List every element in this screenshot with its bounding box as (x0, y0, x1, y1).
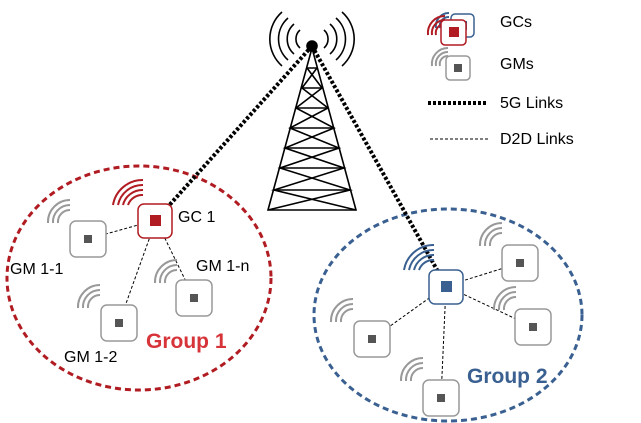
gm-2-top-right-node-icon (478, 221, 539, 282)
gm-1-1-label: GM 1-1 (10, 261, 63, 278)
gm-1-n-node-icon (153, 258, 213, 317)
group-1-boundary (5, 164, 273, 392)
group-2-boundary (312, 207, 584, 423)
gm-2-left-node-icon (329, 297, 391, 358)
gm-1-1-node-icon (46, 198, 107, 258)
gc1-label: GC 1 (178, 209, 215, 226)
cell-tower-icon (266, 11, 358, 211)
legend-gc-icon (426, 11, 475, 46)
legend-gc-label: GCs (500, 14, 532, 31)
gc2-node-icon (403, 243, 464, 305)
group-1-label: Group 1 (146, 330, 227, 353)
legend-d2d-label: D2D Links (500, 131, 574, 148)
gc1-node-icon (112, 178, 173, 239)
gm-2-bottom-node-icon (399, 356, 460, 417)
gm-1-n-label: GM 1-n (196, 258, 249, 275)
group-2-label: Group 2 (467, 365, 548, 388)
gm-2-right-node-icon (492, 285, 552, 346)
gm-1-2-node-icon (76, 283, 138, 342)
legend-5g-label: 5G Links (500, 95, 563, 112)
5g-link-gc1 (154, 44, 314, 222)
legend-gm-icon (430, 46, 471, 81)
5g-link-gc2 (310, 45, 448, 287)
gm-1-2-label: GM 1-2 (64, 349, 117, 366)
legend: GCs GMs 5G Links D2D Links (426, 11, 574, 148)
legend-gm-label: GMs (500, 56, 534, 73)
